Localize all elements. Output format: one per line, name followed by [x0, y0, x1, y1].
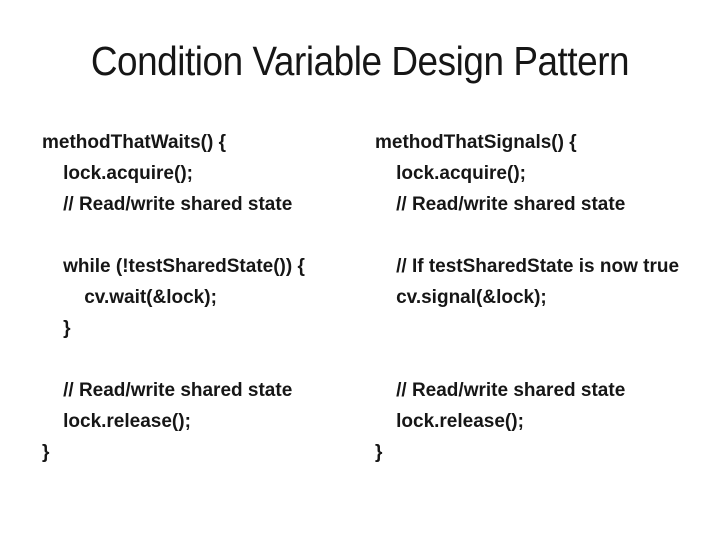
code-block-method-that-signals: methodThatSignals() { lock.acquire(); //…	[375, 132, 680, 463]
slide-title: Condition Variable Design Pattern	[90, 38, 630, 84]
code-block-method-that-waits: methodThatWaits() { lock.acquire(); // R…	[42, 132, 305, 463]
